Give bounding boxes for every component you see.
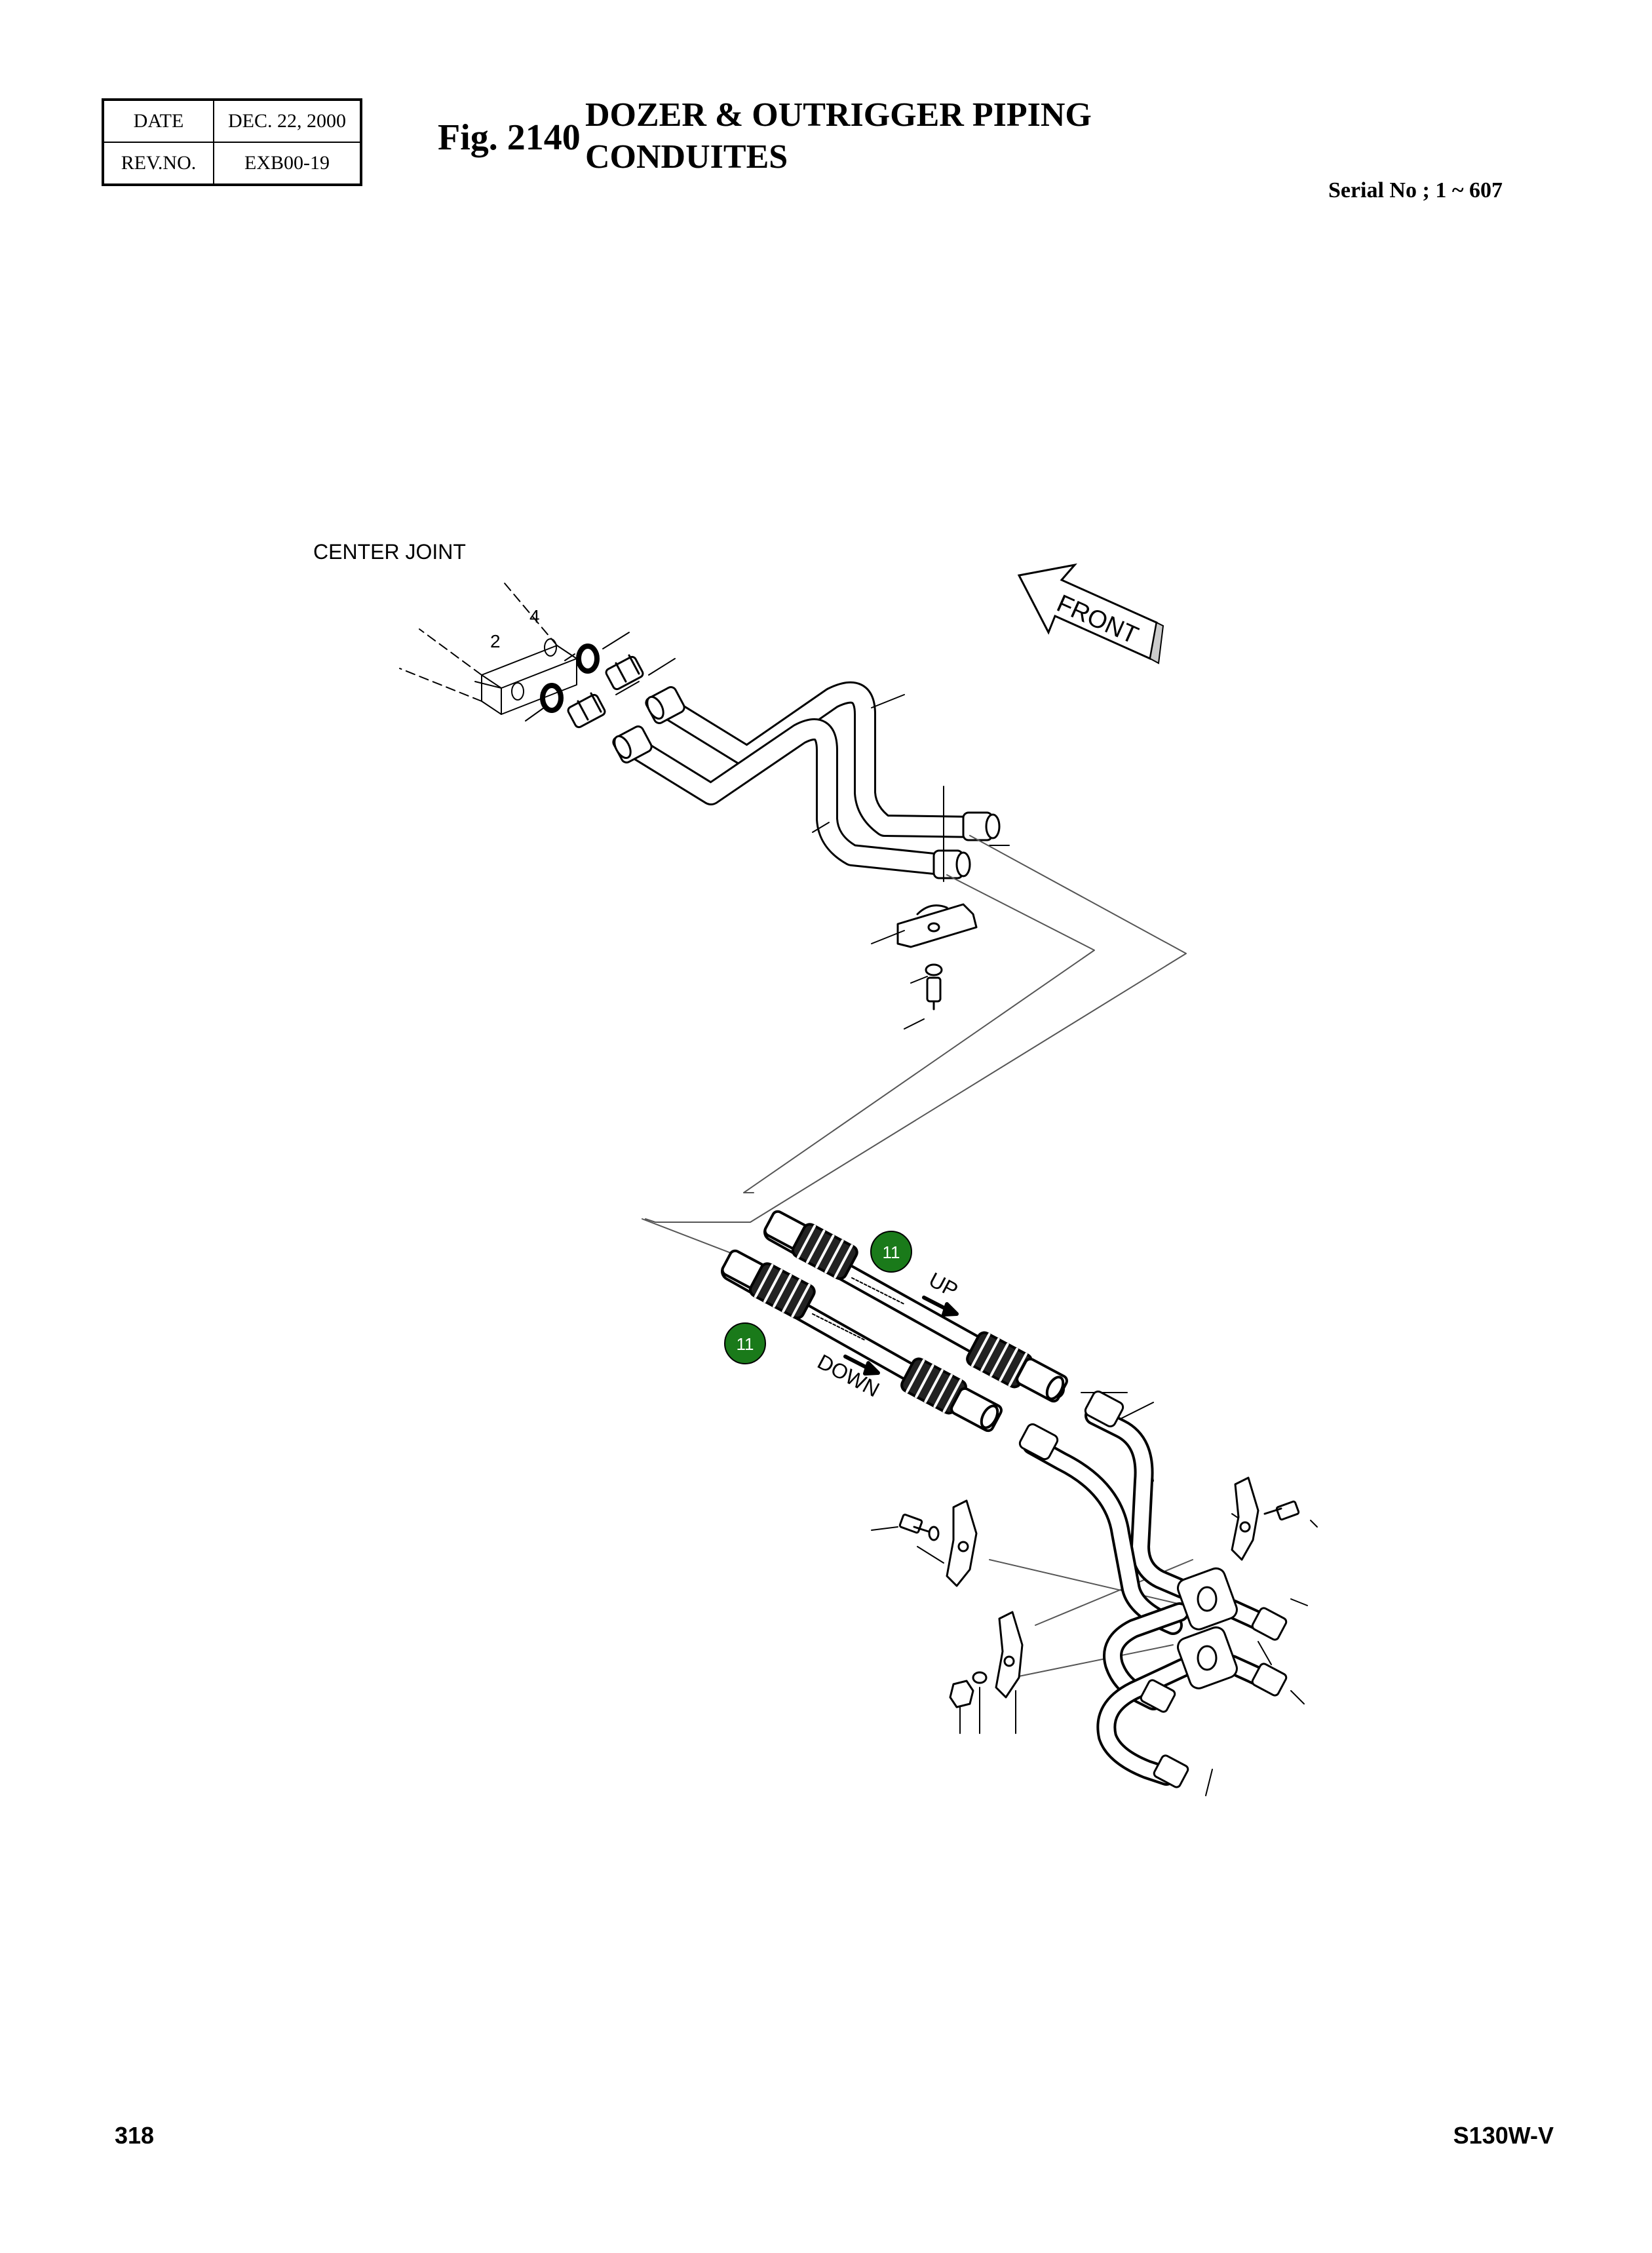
date-label: DATE <box>102 99 214 143</box>
arrow-up-direction <box>922 1296 959 1317</box>
tee-fitting-upper <box>1176 1567 1238 1630</box>
bolt-lower-left <box>898 1513 940 1541</box>
rev-no-value: EXB00-19 <box>213 142 362 185</box>
page-number: 318 <box>115 2122 155 2149</box>
rev-no-label: REV.NO. <box>102 142 214 185</box>
bolt-upper <box>925 963 943 1011</box>
adapter-upper <box>605 654 644 691</box>
port-label-2: 2 <box>490 631 501 651</box>
hose-fitting-down-right <box>900 1357 1003 1433</box>
revision-date-row: DATE DEC. 22, 2000 <box>102 99 362 143</box>
routing-lines <box>642 835 1193 1678</box>
callout-11-lower[interactable]: 11 <box>724 1322 766 1364</box>
hose-fitting-down-left <box>721 1249 816 1320</box>
pipe-nut-2 <box>612 725 653 763</box>
lower-pipe-nuts <box>1018 1390 1288 1788</box>
pipe-nut-4 <box>932 849 971 879</box>
revision-table: DATE DEC. 22, 2000 REV.NO. EXB00-19 <box>102 98 362 186</box>
serial-number-range: Serial No ; 1 ~ 607 <box>1328 178 1503 202</box>
hose-fitting-up-left <box>763 1210 858 1281</box>
hose-fitting-up-right <box>966 1331 1068 1403</box>
figure-title-line-2: CONDUITES <box>585 138 788 176</box>
clamp-lower-left <box>946 1499 978 1587</box>
clamp-upper <box>896 903 978 948</box>
rigid-pipe-upper <box>651 681 988 838</box>
pipe-nut-3 <box>962 811 1001 841</box>
callout-11-upper-label: 11 <box>883 1242 900 1262</box>
adapter-lower <box>567 692 606 729</box>
tee-fitting-lower <box>1176 1626 1238 1689</box>
date-value: DEC. 22, 2000 <box>213 99 362 143</box>
pipe-nut-1 <box>645 686 685 724</box>
model-name: S130W-V <box>1453 2122 1554 2149</box>
center-joint-label: CENTER JOINT <box>313 540 466 564</box>
revision-number-row: REV.NO. EXB00-19 <box>102 142 362 185</box>
clamp-lower-right <box>1231 1476 1259 1561</box>
port-label-4: 4 <box>529 606 540 626</box>
front-direction-arrow: FRONT <box>1017 563 1164 664</box>
clamp-lower-center <box>995 1611 1024 1699</box>
figure-title-line-1: DOZER & OUTRIGGER PIPING <box>585 96 1092 134</box>
o-ring-upper <box>576 644 600 674</box>
figure-number: Fig. 2140 <box>438 117 581 158</box>
callout-11-upper[interactable]: 11 <box>870 1231 912 1273</box>
bolt-lower-right <box>1263 1500 1300 1521</box>
arrow-down-direction <box>843 1355 880 1376</box>
up-label: UP <box>925 1267 962 1302</box>
center-joint-block <box>399 583 577 715</box>
nut-and-washer-lower <box>949 1671 988 1708</box>
rigid-pipe-lower <box>618 718 958 876</box>
o-ring-lower <box>540 683 564 713</box>
callout-11-lower-label: 11 <box>737 1334 754 1354</box>
